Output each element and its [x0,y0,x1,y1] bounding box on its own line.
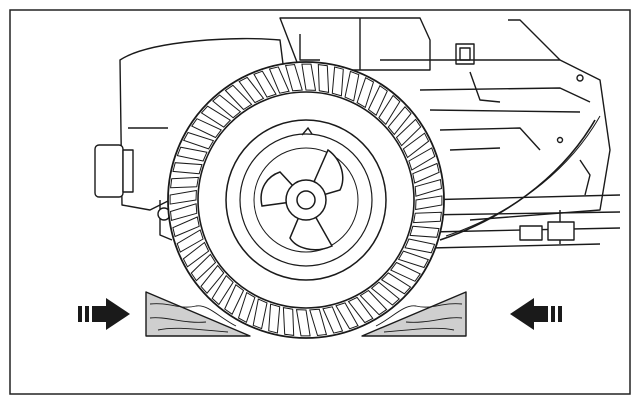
tread-lug [380,272,412,295]
tread-lug [356,76,375,109]
left-chock [145,291,251,337]
tread-lug [191,118,222,139]
tread-lug [169,203,198,222]
tread-lug [378,94,401,126]
tread-lug [238,76,265,104]
wheel-chock-icon [145,291,467,337]
tread-lug [170,176,199,189]
tread-lug [182,241,210,268]
valve-stem [301,126,313,136]
tail-light [94,144,124,198]
tread-lug [212,94,242,119]
tread-lug [200,105,232,128]
tread-lug [176,146,208,162]
tread-lug [409,225,440,238]
tread-lug [402,132,430,159]
tread-lug [301,63,317,91]
tread-lug [268,303,281,334]
tread-lug [322,306,344,334]
tread-lug [397,250,430,269]
tread-lug [414,178,443,197]
tread-lug [268,66,290,94]
tread-lug [190,253,217,282]
tread-lug [309,308,328,337]
frame-border [9,9,631,395]
tread-lug [224,84,253,111]
tread-lug [252,298,268,330]
tread-lug [390,261,421,282]
tread-lug [176,229,204,253]
tread-lug [413,211,442,224]
tread-lug [282,307,295,336]
frame-rail [419,194,621,201]
tread-lug [370,281,400,306]
push-arrow-icon-right [510,298,562,330]
push-arrow-icon-left [78,298,130,330]
right-chock [361,291,467,337]
tread-lug [331,66,344,97]
tread-lug [295,309,311,337]
tread-lug [169,189,197,205]
tread-lug [237,291,256,324]
tread-lug [253,70,277,98]
tire-icon [167,61,445,339]
tread-lug [172,216,200,238]
tread-lug [412,162,440,184]
tread-lug [344,70,360,102]
tread-lug [211,274,234,306]
tread-lug [335,302,359,330]
tread-lug [395,118,422,147]
tread-lug [172,162,203,175]
tread-lug [359,289,388,316]
tread-lug [415,195,443,211]
tire-tread [169,63,443,337]
tread-lug [404,238,436,254]
tread-lug [347,296,374,324]
tread-lug [317,64,330,93]
tread-lug [367,85,388,116]
tread-lug [408,147,436,171]
tread-lug [182,131,215,150]
tread-lug [284,63,303,92]
tread-lug [200,264,225,294]
tread-lug [387,106,412,136]
tread-lug [224,284,245,315]
hub-cap-icon [260,148,344,251]
